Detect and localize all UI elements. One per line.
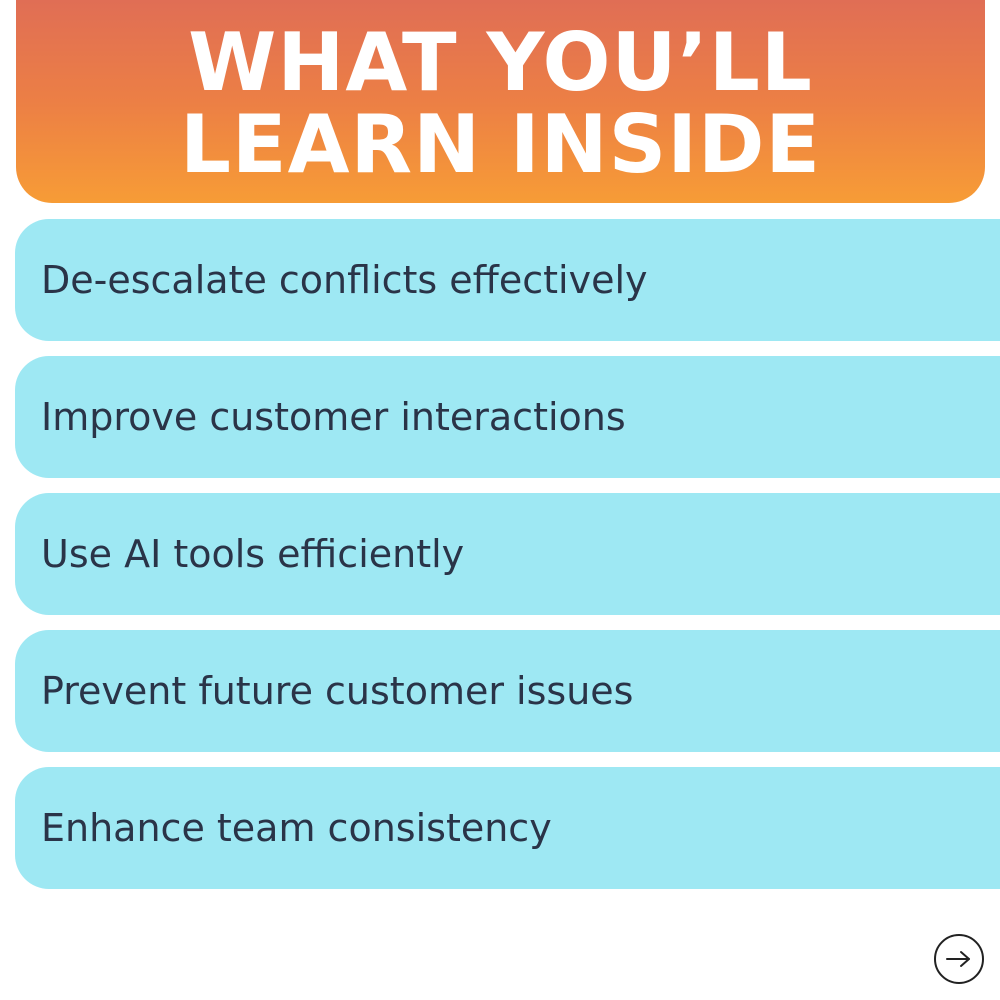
header-banner: WHAT YOU’LL LEARN INSIDE xyxy=(16,0,985,203)
list-item: Prevent future customer issues xyxy=(15,630,1000,752)
list-item-label: Use AI tools efficiently xyxy=(41,532,465,576)
list-item: De-escalate conflicts effectively xyxy=(15,219,1000,341)
list-item: Use AI tools efficiently xyxy=(15,493,1000,615)
list-item-label: Improve customer interactions xyxy=(41,395,626,439)
learning-list: De-escalate conflicts effectively Improv… xyxy=(15,219,1000,904)
header-title-line-2: LEARN INSIDE xyxy=(179,97,822,191)
list-item: Improve customer interactions xyxy=(15,356,1000,478)
list-item-label: Prevent future customer issues xyxy=(41,669,634,713)
header-title-line-1: WHAT YOU’LL xyxy=(188,15,813,109)
list-item-label: Enhance team consistency xyxy=(41,806,552,850)
list-item: Enhance team consistency xyxy=(15,767,1000,889)
next-button[interactable] xyxy=(934,934,984,984)
list-item-label: De-escalate conflicts effectively xyxy=(41,258,648,302)
arrow-right-icon xyxy=(946,951,970,967)
